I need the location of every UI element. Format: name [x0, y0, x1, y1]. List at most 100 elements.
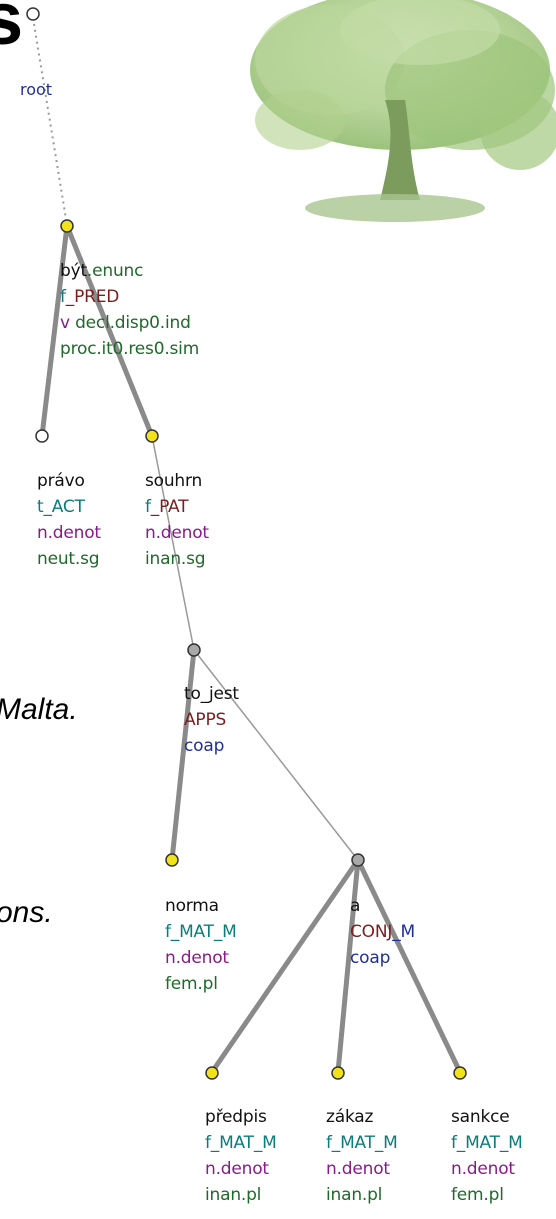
label-part: f_MAT_M — [165, 922, 237, 942]
label-part: sankce — [451, 1107, 510, 1127]
label-part: .enunc — [86, 261, 144, 281]
label-part: f_MAT_M — [326, 1133, 398, 1153]
tree-canopy — [250, 0, 556, 170]
label-line: f_MAT_M — [326, 1130, 398, 1156]
label-part: souhrn — [145, 471, 203, 491]
node-pravo — [35, 429, 49, 443]
label-line: proc.it0.res0.sim — [60, 336, 199, 362]
label-part: f_MAT_M — [205, 1133, 277, 1153]
label-line: f_MAT_M — [165, 919, 237, 945]
label-line: neut.sg — [37, 546, 101, 572]
label-line: t_ACT — [37, 494, 101, 520]
label-line: n.denot — [451, 1156, 523, 1182]
label-part: neut.sg — [37, 549, 100, 569]
label-line: f_MAT_M — [451, 1130, 523, 1156]
label-part: _M — [392, 922, 415, 942]
node-to_jest — [187, 643, 201, 657]
label-part: inan.pl — [205, 1185, 262, 1205]
label-part: n.denot — [37, 523, 101, 543]
label-part: coap — [184, 736, 225, 756]
node-label-norma: norma f_MAT_M n.denot fem.pl — [165, 893, 237, 997]
label-part: inan.sg — [145, 549, 206, 569]
label-line: APPS — [184, 707, 239, 733]
edge-tojest-a — [193, 649, 359, 861]
node-norma — [165, 853, 179, 867]
node-predpis — [205, 1066, 219, 1080]
title-fragment: s — [0, 0, 24, 60]
ons-fragment: ons. — [0, 896, 53, 929]
node-byt — [60, 219, 74, 233]
label-part: coap — [350, 948, 391, 968]
label-part: CONJ — [350, 922, 393, 942]
node-root — [26, 7, 40, 21]
label-line: to_jest — [184, 681, 239, 707]
label-part: inan.pl — [326, 1185, 383, 1205]
label-part: n.denot — [326, 1159, 390, 1179]
label-part: to_jest — [184, 684, 239, 704]
edge-a-zakaz — [335, 859, 361, 1073]
node-sankce — [453, 1066, 467, 1080]
label-line: inan.pl — [326, 1182, 398, 1208]
node-label-zakaz: zákaz f_MAT_M n.denot inan.pl — [326, 1104, 398, 1208]
label-part: decl.disp0.ind — [69, 313, 191, 333]
label-part: f — [60, 287, 66, 307]
label-part: fem.pl — [165, 974, 218, 994]
label-part: předpis — [205, 1107, 267, 1127]
label-part: _PAT — [150, 497, 189, 517]
label-part: _PRED — [65, 287, 120, 307]
label-line: n.denot — [37, 520, 101, 546]
edge-souhrn-tojest — [151, 435, 195, 651]
label-line: fem.pl — [451, 1182, 523, 1208]
label-part: APPS — [184, 710, 227, 730]
edge-root-byt — [32, 17, 68, 226]
label-line: zákaz — [326, 1104, 398, 1130]
label-part: v — [60, 313, 70, 333]
malta-fragment: Malta. — [0, 693, 78, 726]
label-line: a — [350, 893, 415, 919]
label-line: být.enunc — [60, 258, 199, 284]
label-line: n.denot — [165, 945, 237, 971]
node-zakaz — [331, 1066, 345, 1080]
label-line: CONJ_M — [350, 919, 415, 945]
label-line: n.denot — [205, 1156, 277, 1182]
label-part: být — [60, 261, 87, 281]
node-a — [351, 853, 365, 867]
label-part: f_MAT_M — [451, 1133, 523, 1153]
label-part: f — [145, 497, 151, 517]
label-line: předpis — [205, 1104, 277, 1130]
label-part: n.denot — [205, 1159, 269, 1179]
label-part: n.denot — [165, 948, 229, 968]
node-label-predpis: předpis f_MAT_M n.denot inan.pl — [205, 1104, 277, 1208]
label-part: a — [350, 896, 361, 916]
label-line: norma — [165, 893, 237, 919]
label-line: souhrn — [145, 468, 209, 494]
node-label-pravo: právo t_ACT n.denot neut.sg — [37, 468, 101, 572]
label-line: n.denot — [145, 520, 209, 546]
edge-tojest-norma — [169, 649, 197, 861]
label-line: inan.sg — [145, 546, 209, 572]
label-part: norma — [165, 896, 219, 916]
edge-byt-pravo — [39, 225, 70, 437]
label-line: sankce — [451, 1104, 523, 1130]
label-part: zákaz — [326, 1107, 374, 1127]
edge-a-sankce — [355, 858, 463, 1074]
label-line: f_PAT — [145, 494, 209, 520]
label-line: v decl.disp0.ind — [60, 310, 199, 336]
label-line: coap — [350, 945, 415, 971]
root-label: root — [20, 80, 53, 99]
label-line: n.denot — [326, 1156, 398, 1182]
label-line: právo — [37, 468, 101, 494]
edge-byt-souhrn — [64, 225, 155, 437]
label-part: fem.pl — [451, 1185, 504, 1205]
edge-a-predpis — [209, 858, 361, 1074]
node-label-souhrn: souhrn f_PAT n.denot inan.sg — [145, 468, 209, 572]
label-part: t_ACT — [37, 497, 85, 517]
label-part: n.denot — [451, 1159, 515, 1179]
label-part: n.denot — [145, 523, 209, 543]
